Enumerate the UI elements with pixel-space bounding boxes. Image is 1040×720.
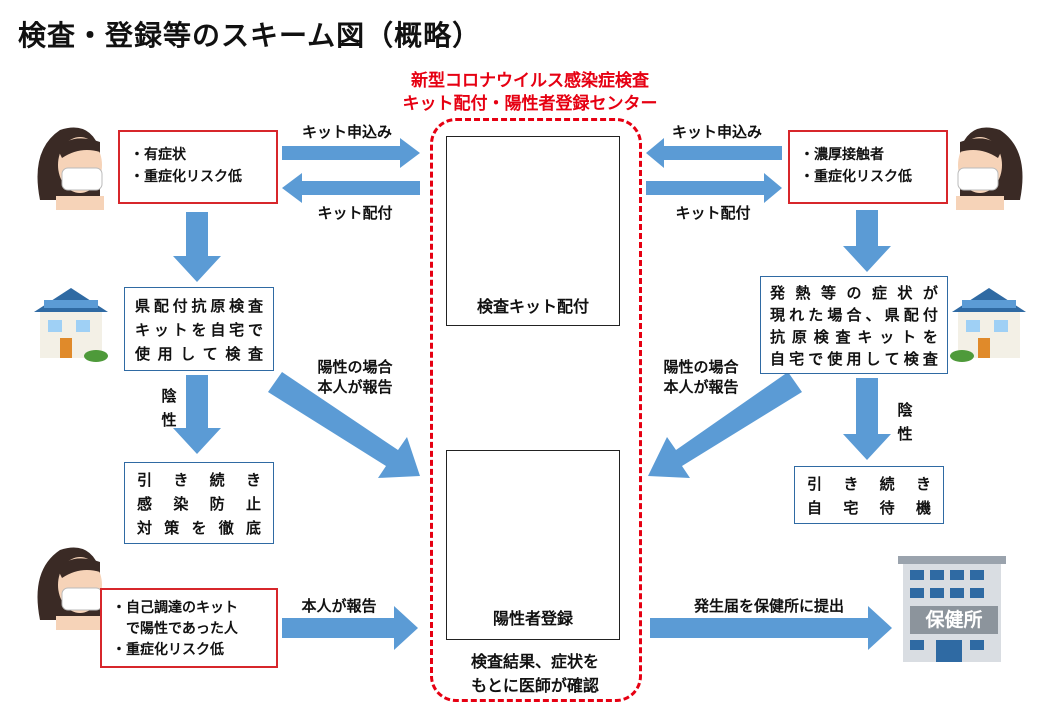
left-test-line: キットを自宅で (135, 321, 263, 339)
center-dashed-region (430, 118, 642, 702)
health-center-sign: 保健所 (925, 609, 983, 631)
right-test-line: 現れた場合、県配付 (770, 306, 938, 324)
condition-item: ・重症化リスク低 (112, 642, 224, 658)
right-result-line: 自宅待機 (807, 499, 931, 517)
left-result-box: 引き続き 感染防止 対策を徹底 (124, 462, 274, 544)
house-icon-left (34, 288, 108, 362)
condition-item: ・重症化リスク低 (130, 169, 242, 185)
label-line: 本人が報告 (663, 378, 739, 396)
label-notify-health-center: 発生届を保健所に提出 (693, 597, 844, 615)
doctor-confirm-line1: 検査結果、症状を (470, 652, 599, 671)
label-line: 本人が報告 (317, 378, 393, 396)
house-icon-right (950, 288, 1026, 362)
condition-item: ・自己調達のキット (112, 600, 238, 616)
arrow-down-right-top (843, 210, 891, 272)
positive-register-label: 陽性者登録 (492, 609, 573, 628)
left-test-box: 県配付抗原検査 キットを自宅で 使用して検査 (124, 287, 274, 371)
condition-item: ・重症化リスク低 (800, 169, 912, 185)
right-result-box: 引き続き 自宅待機 (794, 466, 944, 524)
arrow-kit-deliver-right (646, 173, 782, 203)
label-self-report: 本人が報告 (301, 597, 377, 615)
condition-box-symptomatic: ・有症状 ・重症化リスク低 (118, 130, 278, 204)
doctor-confirm-text: 検査結果、症状を もとに医師が確認 (440, 650, 630, 698)
label-positive-report-left: 陽性の場合 本人が報告 (300, 357, 410, 397)
arrow-kit-deliver-left (282, 173, 420, 203)
label-negative-left: 陰 性 (161, 387, 177, 429)
label-kit-deliver-right: キット配付 (675, 204, 751, 222)
center-title-line2: キット配付・陽性者登録センター (402, 94, 658, 114)
arrow-kit-apply-right (646, 138, 782, 168)
condition-box-close-contact: ・濃厚接触者 ・重症化リスク低 (788, 130, 948, 204)
label-kit-apply-right: キット申込み (671, 123, 762, 141)
doctor-confirm-line2: もとに医師が確認 (471, 676, 599, 695)
arrow-notify (650, 606, 892, 650)
arrow-down-right-negative (843, 378, 891, 460)
right-test-line: 抗原検査キットを (770, 328, 938, 346)
condition-box-self-kit: ・自己調達のキット で陽性であった人 ・重症化リスク低 (100, 588, 278, 668)
label-negative-right: 陰 性 (897, 401, 913, 443)
masked-person-icon-top-right (956, 127, 1023, 210)
left-result-line: 引き続き (137, 471, 261, 489)
left-result-line: 対策を徹底 (137, 519, 261, 537)
arrow-kit-apply-left (282, 138, 420, 168)
condition-item: ・濃厚接触者 (800, 147, 884, 163)
positive-register-box: 陽性者登録 (446, 450, 620, 640)
label-positive-report-right: 陽性の場合 本人が報告 (646, 357, 756, 397)
masked-person-icon-top-left (37, 127, 104, 210)
page-title: 検査・登録等のスキーム図（概略） (18, 19, 482, 52)
arrow-diag-right (648, 372, 802, 478)
arrow-down-left-top (173, 212, 221, 282)
right-result-line: 引き続き (807, 475, 931, 493)
right-test-line: 発熱等の症状が (770, 284, 938, 302)
left-result-line: 感染防止 (137, 495, 261, 513)
arrow-diag-left (268, 372, 420, 478)
label-kit-apply-left: キット申込み (301, 123, 392, 141)
kit-distribution-label: 検査キット配付 (476, 297, 589, 316)
label-line: 陽性の場合 (663, 358, 739, 376)
left-test-line: 使用して検査 (135, 345, 263, 363)
arrow-down-left-negative (173, 375, 221, 454)
center-title-line1: 新型コロナウイルス感染症検査 (411, 71, 649, 91)
right-test-line: 自宅で使用して検査 (770, 350, 938, 368)
condition-item: ・有症状 (130, 147, 186, 163)
right-test-box: 発熱等の症状が 現れた場合、県配付 抗原検査キットを 自宅で使用して検査 (760, 276, 948, 374)
masked-person-icon-bottom-left (37, 547, 104, 630)
kit-distribution-box: 検査キット配付 (446, 136, 620, 326)
label-kit-deliver-left: キット配付 (317, 204, 393, 222)
condition-item: で陽性であった人 (112, 621, 238, 637)
center-title: 新型コロナウイルス感染症検査 キット配付・陽性者登録センター (360, 70, 700, 116)
label-line: 陽性の場合 (317, 358, 393, 376)
arrow-self-report (282, 606, 418, 650)
left-test-line: 県配付抗原検査 (135, 297, 263, 315)
health-center-building-icon (898, 556, 1006, 662)
